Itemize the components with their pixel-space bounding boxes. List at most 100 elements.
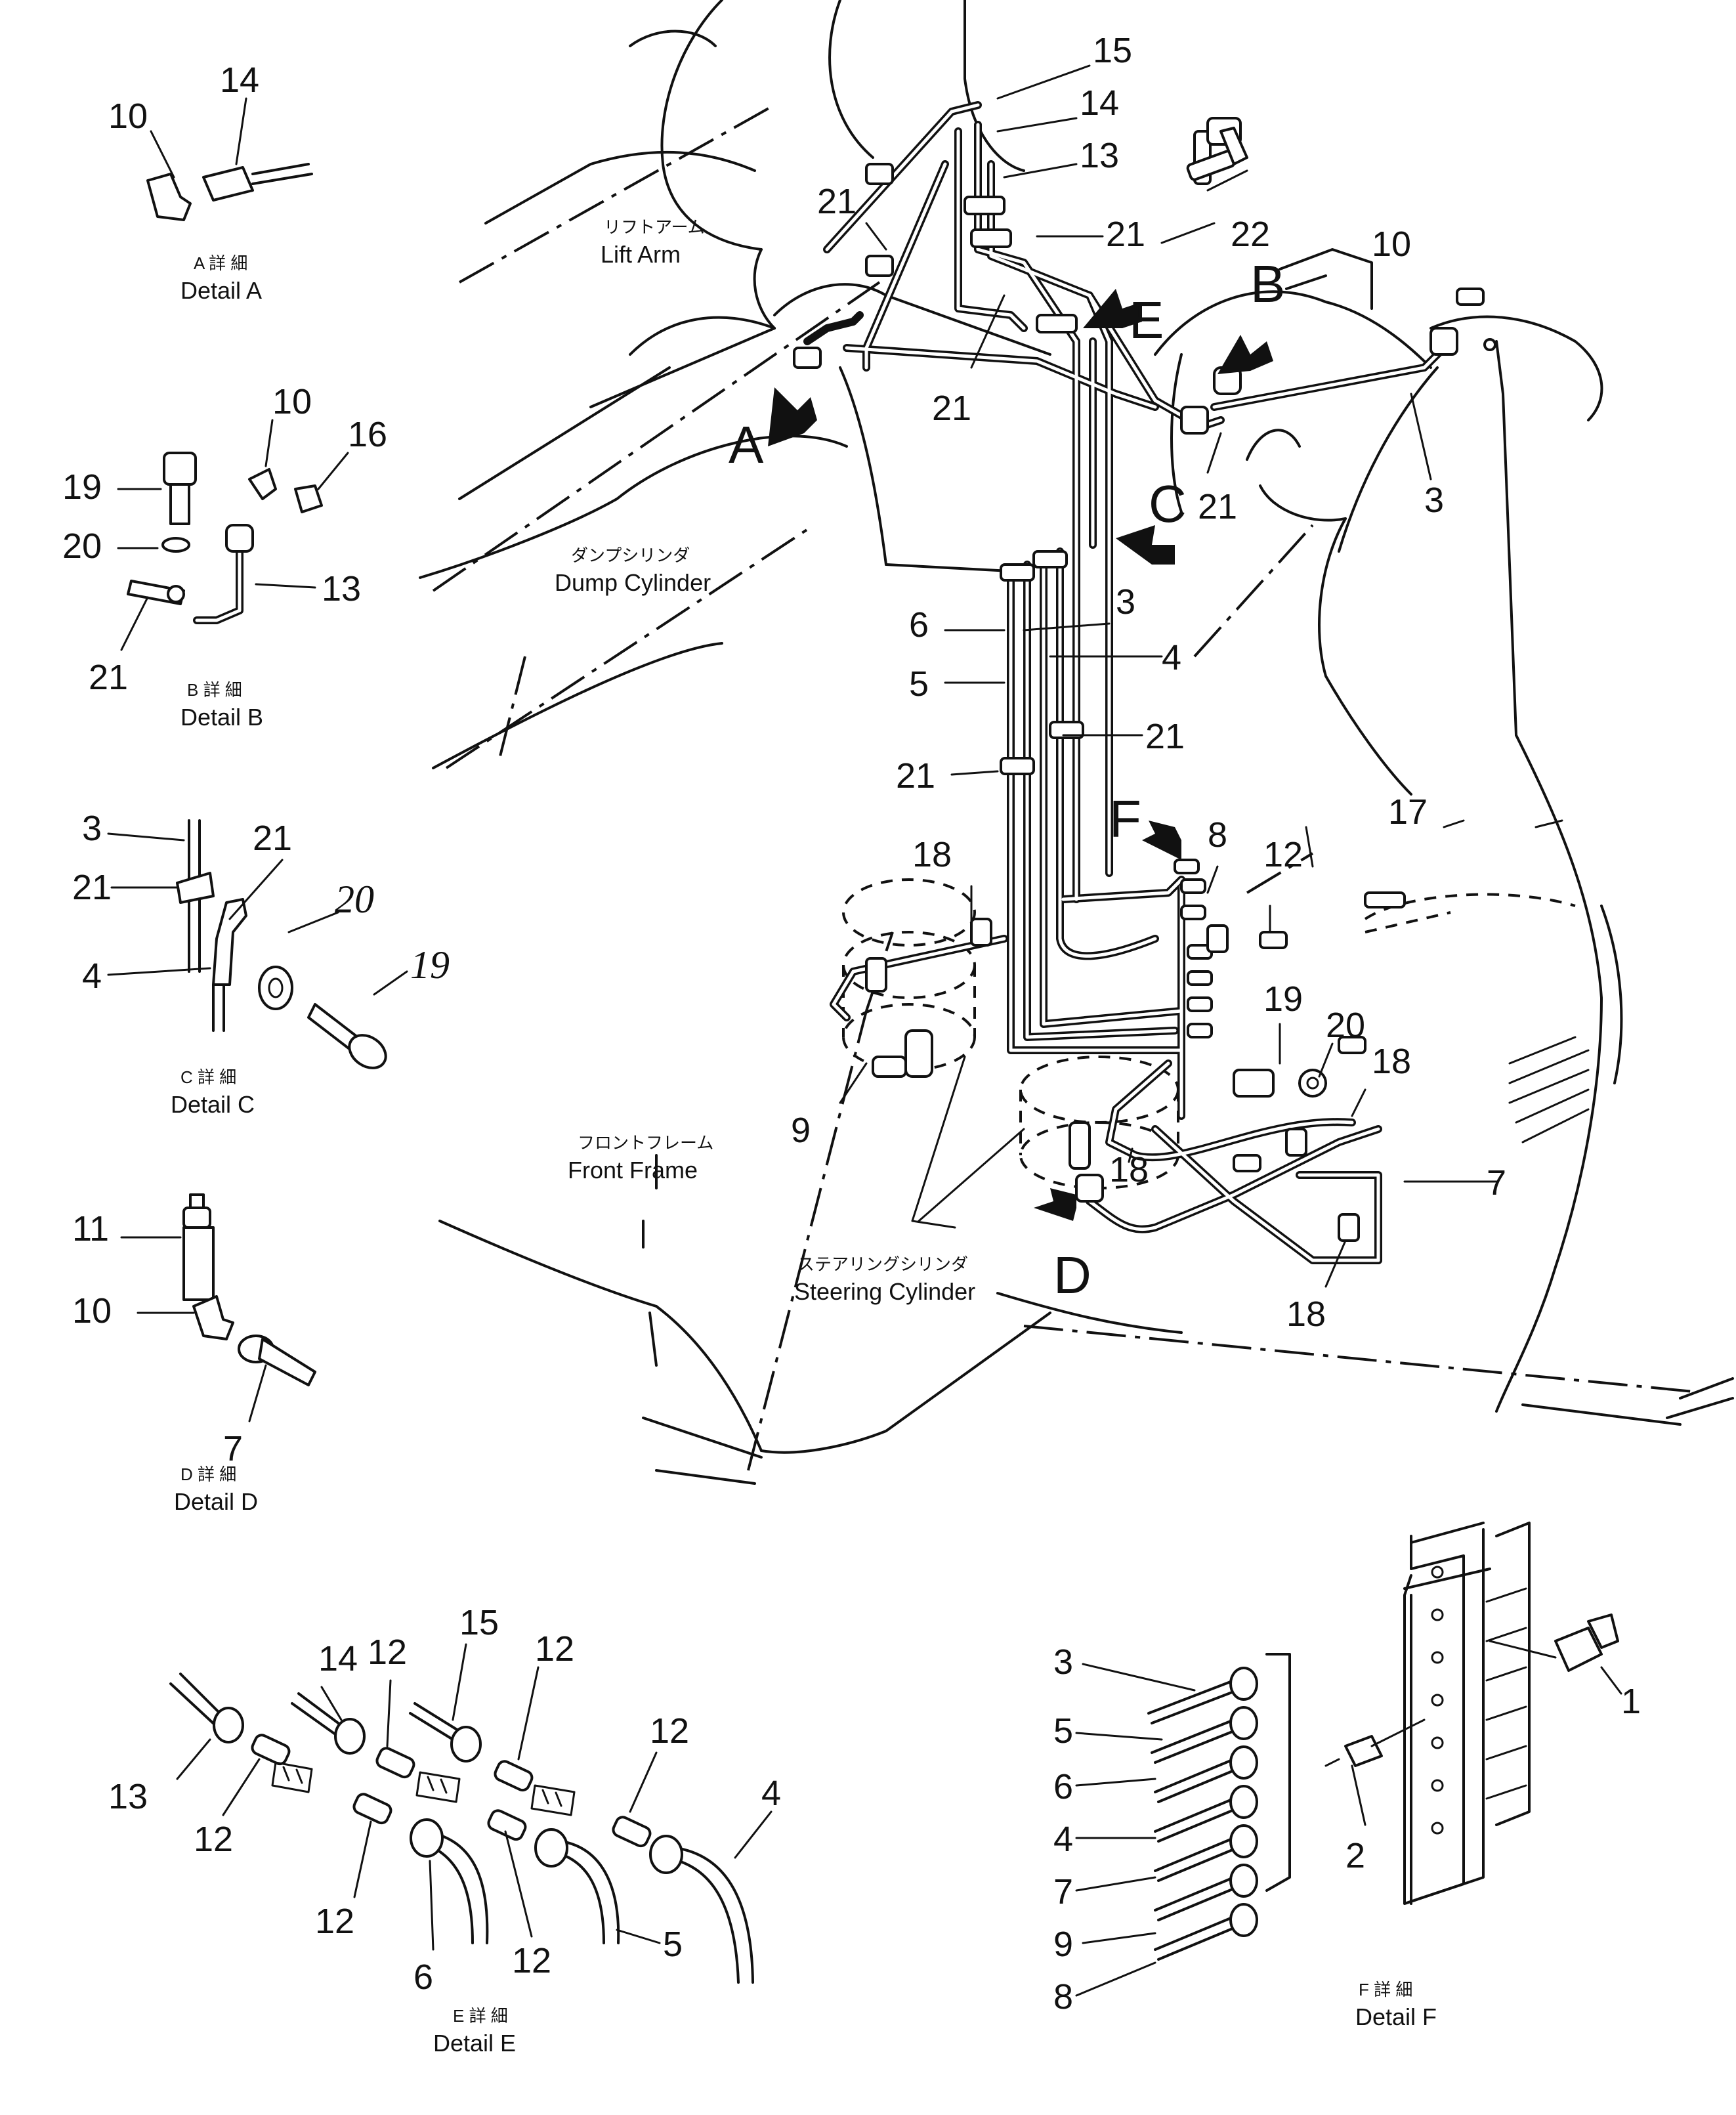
detail-d-caption-jp: D 詳 細 <box>180 1464 236 1484</box>
view-letters: A B C D E F <box>729 255 1285 1304</box>
steering-cylinder-label-jp: ステアリングシリンダ <box>797 1254 968 1274</box>
label-17: 17 <box>1388 792 1428 832</box>
dump-cylinder-label-jp: ダンプシリンダ <box>571 545 690 565</box>
detail-e-caption-jp: E 詳 細 <box>453 2006 508 2026</box>
detail-a-caption-jp: A 詳 細 <box>194 253 247 273</box>
detail-d-label-7: 7 <box>223 1429 243 1468</box>
view-arrow-c <box>1116 525 1175 565</box>
detail-c-label-21: 21 <box>253 819 292 858</box>
detail-b-caption: Detail B <box>180 704 263 731</box>
label-15: 15 <box>1093 31 1132 70</box>
detail-e-label-6: 6 <box>413 1957 433 1997</box>
label-3: 3 <box>1116 582 1135 622</box>
detail-f-caption-jp: F 詳 細 <box>1359 1980 1412 1999</box>
detail-f-label-9: 9 <box>1053 1925 1073 1964</box>
detail-a-label-14: 14 <box>220 60 259 100</box>
view-letter-c: C <box>1149 475 1187 533</box>
steering-cylinder-label: Steering Cylinder <box>794 1278 975 1305</box>
frame-outline <box>419 0 1734 1485</box>
detail-d-caption: Detail D <box>174 1488 258 1515</box>
detail-d: 11 10 7 D 詳 細 Detail D <box>72 1193 316 1515</box>
detail-d-label-11: 11 <box>72 1209 109 1249</box>
main-assembly: 15 14 13 21 21 22 10 21 21 3 3 6 4 5 21 … <box>419 0 1734 1485</box>
detail-e-label-13: 13 <box>108 1777 148 1816</box>
detail-c-label-21: 21 <box>72 868 112 907</box>
view-letter-d: D <box>1053 1246 1091 1304</box>
detail-f-caption: Detail F <box>1355 2003 1437 2030</box>
detail-f-label-5: 5 <box>1053 1711 1073 1751</box>
label-18: 18 <box>1286 1294 1326 1334</box>
detail-e-label-12: 12 <box>194 1820 233 1859</box>
label-9: 9 <box>791 1111 811 1150</box>
detail-e-label-4: 4 <box>761 1774 781 1813</box>
label-12: 12 <box>1263 835 1303 874</box>
component-labels: リフトアーム Lift Arm ダンプシリンダ Dump Cylinder フロ… <box>555 217 975 1305</box>
detail-b-label-19: 19 <box>62 467 102 507</box>
label-5: 5 <box>909 664 929 704</box>
detail-b-label-13: 13 <box>322 569 361 609</box>
leader-lines <box>839 64 1498 1288</box>
assembly-fittings <box>793 117 1496 1242</box>
detail-c: 3 21 21 20 19 4 C 詳 細 Detail C <box>72 809 450 1118</box>
detail-f-label-8: 8 <box>1053 1977 1073 2017</box>
label-21: 21 <box>817 182 857 221</box>
lift-arm-label: Lift Arm <box>601 241 681 268</box>
detail-e-label-14: 14 <box>318 1639 358 1678</box>
detail-b-label-16: 16 <box>348 415 387 454</box>
assembly-part-numbers: 15 14 13 21 21 22 10 21 21 3 3 6 4 5 21 … <box>791 31 1506 1334</box>
front-frame-label-jp: フロントフレーム <box>578 1133 713 1153</box>
label-21: 21 <box>1106 215 1145 254</box>
detail-e-clamps <box>271 1761 576 1816</box>
label-21: 21 <box>896 756 935 796</box>
detail-e-label-12: 12 <box>512 1941 551 1980</box>
detail-f-label-4: 4 <box>1053 1820 1073 1859</box>
detail-e: 13 12 14 12 15 12 12 4 12 6 12 5 E 詳 細 D… <box>108 1603 781 2057</box>
label-22: 22 <box>1231 215 1270 254</box>
view-letter-b: B <box>1250 255 1285 313</box>
detail-f-label-7: 7 <box>1053 1872 1073 1912</box>
detail-a-caption: Detail A <box>180 277 262 304</box>
detail-c-label-3: 3 <box>82 809 102 848</box>
detail-e-label-12: 12 <box>368 1633 407 1672</box>
detail-f-port-holes <box>1431 1566 1444 1835</box>
view-arrow-f <box>1142 821 1181 860</box>
label-13: 13 <box>1080 136 1119 175</box>
label-19: 19 <box>1263 979 1303 1019</box>
detail-c-label-20: 20 <box>335 878 374 921</box>
view-arrow-a <box>768 387 817 446</box>
detail-e-label-12: 12 <box>535 1629 574 1669</box>
detail-b: 10 16 19 20 13 21 B 詳 細 Detail B <box>62 382 387 731</box>
label-6: 6 <box>909 605 929 645</box>
label-21: 21 <box>932 389 971 428</box>
detail-e-label-15: 15 <box>459 1603 499 1642</box>
detail-e-caption: Detail E <box>433 2030 516 2057</box>
detail-e-fittings <box>251 1734 652 1848</box>
detail-a: 10 14 A 詳 細 Detail A <box>108 60 313 304</box>
label-18: 18 <box>1372 1042 1411 1081</box>
label-7: 7 <box>1487 1163 1506 1203</box>
detail-f-hose-fittings <box>1147 1667 1258 1961</box>
label-8: 8 <box>1208 815 1227 855</box>
label-21: 21 <box>1145 717 1185 756</box>
detail-e-label-12: 12 <box>650 1711 689 1751</box>
view-letter-a: A <box>729 416 764 474</box>
view-letter-f: F <box>1109 790 1141 848</box>
view-letter-e: E <box>1129 291 1164 349</box>
detail-e-label-12: 12 <box>315 1902 354 1941</box>
lift-arm-label-jp: リフトアーム <box>604 217 705 237</box>
detail-f-label-3: 3 <box>1053 1642 1073 1682</box>
pipe-bundle <box>803 101 1454 1264</box>
view-arrow-d <box>1034 1188 1076 1221</box>
detail-c-caption-jp: C 詳 細 <box>180 1067 236 1087</box>
view-arrow-e <box>1083 289 1142 328</box>
label-10: 10 <box>1372 224 1411 264</box>
view-arrows <box>768 289 1273 1221</box>
detail-f: 3 5 6 4 7 9 8 2 1 F 詳 細 Detail F <box>1053 1522 1641 2030</box>
part-22-bolt <box>1186 127 1248 181</box>
front-frame-label: Front Frame <box>568 1157 698 1184</box>
label-21: 21 <box>1198 487 1237 526</box>
dump-cylinder-label: Dump Cylinder <box>555 569 711 596</box>
label-20: 20 <box>1326 1006 1365 1045</box>
detail-f-label-2: 2 <box>1345 1836 1365 1875</box>
